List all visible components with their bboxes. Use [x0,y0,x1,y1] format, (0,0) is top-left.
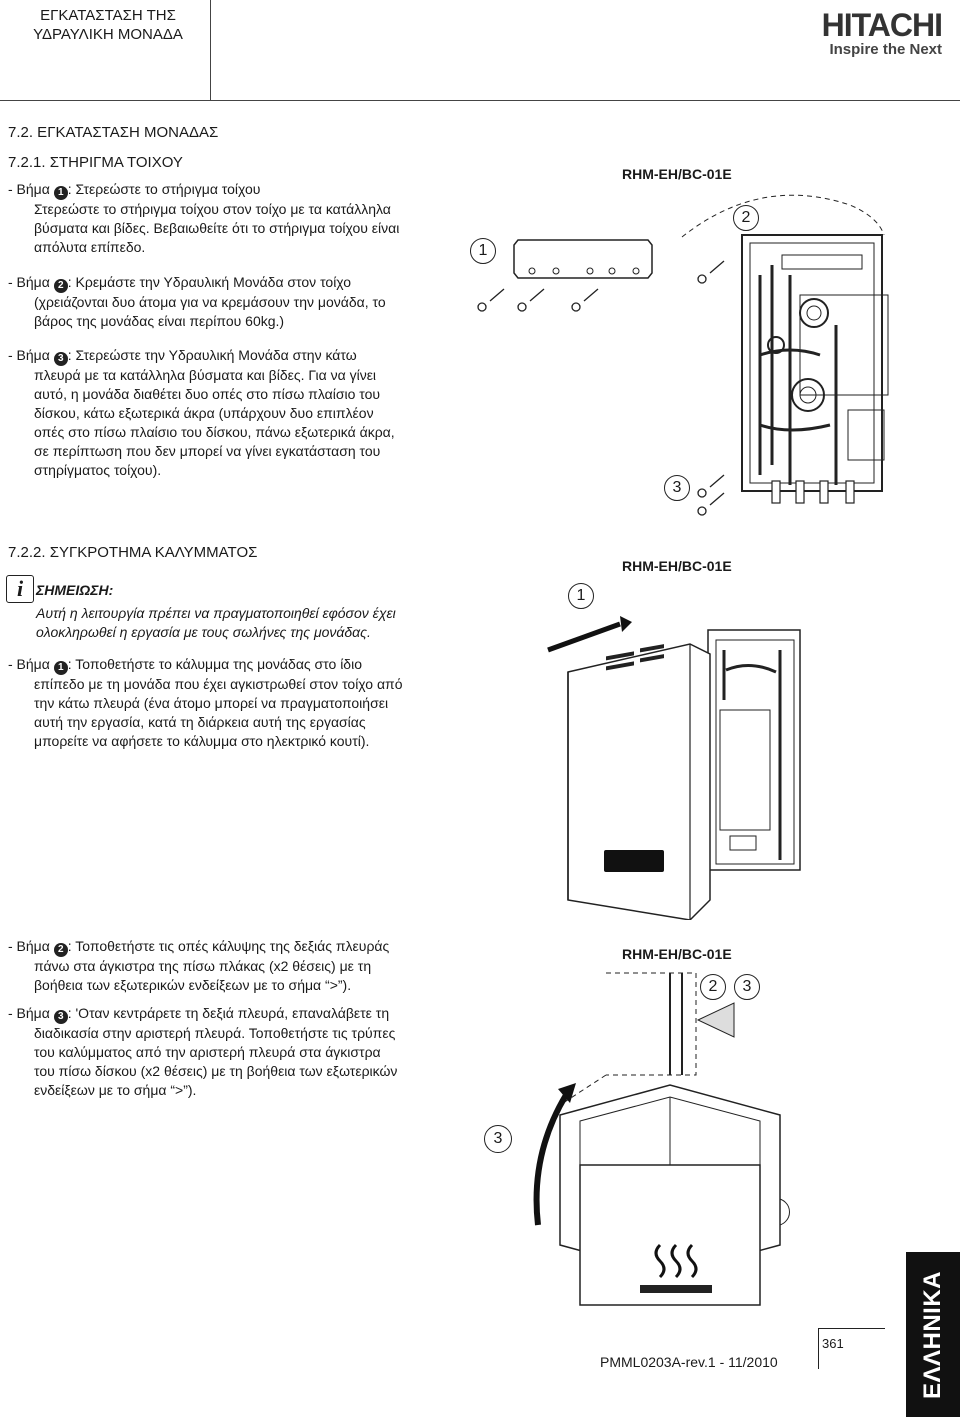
header-title-line2: ΥΔΡΑΥΛΙΚΗ ΜΟΝΑΔΑ [33,26,183,43]
wall-step2: - Βήμα 2: Κρεμάστε την Υδραυλική Μονάδα … [8,274,386,329]
step-number-badge: 2 [53,943,68,957]
callout-1: 1 [568,583,594,609]
page-number-box [818,1328,885,1369]
header-title-line1: ΕΓΚΑΤΑΣΤΑΣΗ ΤΗΣ [40,7,176,24]
wall-bracket-title: 7.2.1. ΣΤΗΡΙΓΜΑ ΤΟΙΧΟΥ [8,154,183,171]
language-tab: ΕΛΛΗΝΙΚΑ [906,1252,960,1417]
step-number-badge: 3 [53,352,68,366]
document-reference: PMML0203A-rev.1 - 11/2010 [600,1354,778,1370]
hitachi-logo: HITACHI Inspire the Next [772,7,943,58]
unit-brand-label: HITACHI [610,874,653,884]
header-title: ΕΓΚΑΤΑΣΤΑΣΗ ΤΗΣ ΥΔΡΑΥΛΙΚΗ ΜΟΝΑΔΑ [10,6,206,44]
callout-2: 2 [733,205,759,231]
note-text: Αυτή η λειτουργία πρέπει να πραγματοποιη… [36,605,396,640]
wall-model-label: RHM-EH/BC-01E [622,166,732,182]
cover-mounting-illustration [547,616,801,920]
note-title: ΣΗΜΕΙΩΣΗ: [36,582,114,598]
side-cover-illustration [533,972,781,1306]
info-note-icon: i [6,575,34,603]
callout-3: 3 [664,475,690,501]
section-title: 7.2. ΕΓΚΑΤΑΣΤΑΣΗ ΜΟΝΑΔΑΣ [8,124,219,141]
page-number: 361 [822,1336,844,1351]
cover-step1: - Βήμα 1: Τοποθετήστε το κάλυμμα της μον… [8,656,403,749]
logo-wordmark: HITACHI [821,7,943,43]
callout-1: 1 [470,238,496,264]
side-step2: - Βήμα 2: Τοποθετήστε τις οπές κάλυψης τ… [8,938,390,993]
cover-assembly-title: 7.2.2. ΣΥΓΚΡΟΤΗΜΑ ΚΑΛΥΜΜΑΤΟΣ [8,544,258,561]
header-rule [0,100,960,101]
logo-tagline: Inspire the Next [829,41,942,58]
callout-3: 3 [734,974,760,1000]
side-step3: - Βήμα 3: 'Οταν κεντράρετε τη δεξιά πλευ… [8,1005,398,1098]
step-number-badge: 2 [53,279,68,293]
header-divider [210,0,211,100]
wall-step1: - Βήμα 1: Στερεώστε το στήριγμα τοίχου Σ… [8,181,400,255]
cover-model-label: RHM-EH/BC-01E [622,558,732,574]
step-number-badge: 1 [53,186,68,200]
wall-step3: - Βήμα 3: Στερεώστε την Υδραυλική Μονάδα… [8,347,395,478]
step-number-badge: 1 [53,661,68,675]
wall-mounting-illustration [477,194,889,516]
side-model-label: RHM-EH/BC-01E [622,946,732,962]
callout-3: 3 [484,1125,512,1153]
step-number-badge: 3 [53,1010,68,1024]
callout-2: 2 [700,974,726,1000]
